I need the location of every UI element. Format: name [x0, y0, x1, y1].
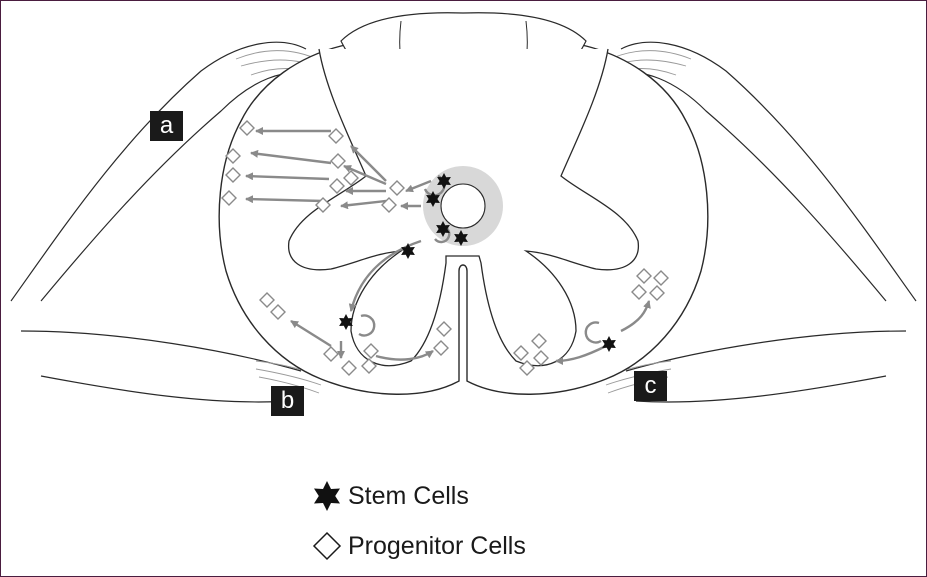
stem-cells: [339, 173, 616, 352]
stem-cell: [602, 336, 616, 352]
progenitor-cell: [328, 128, 344, 144]
progenitor-cell: [389, 180, 405, 196]
progenitor-cell: [436, 321, 452, 337]
progenitor-cell: [531, 333, 547, 349]
stem-cell: [436, 221, 450, 237]
progenitor-cell: [649, 285, 665, 301]
progenitor-cell: [381, 197, 397, 213]
progenitor-cell: [433, 340, 449, 356]
progenitor-cell: [330, 153, 346, 169]
progenitor-cell: [323, 346, 339, 362]
legend-stem-cells-label: Stem Cells: [348, 481, 469, 510]
progenitor-cell: [239, 120, 255, 136]
progenitor-cell: [343, 170, 359, 186]
migration-arrows: [245, 127, 651, 365]
stem-cell: [426, 191, 440, 207]
progenitor-cell: [221, 190, 237, 206]
progenitor-cell: [631, 284, 647, 300]
stem-cell: [437, 173, 451, 189]
stem-cell: [454, 230, 468, 246]
progenitor-cell: [653, 270, 669, 286]
stem-cell: [339, 314, 353, 330]
progenitor-cell: [361, 358, 377, 374]
progenitor-cell: [533, 350, 549, 366]
progenitor-cell: [341, 360, 357, 376]
progenitor-cell: [513, 345, 529, 361]
progenitor-cell: [259, 292, 275, 308]
progenitor-cells: [221, 120, 669, 376]
progenitor-cell: [363, 343, 379, 359]
progenitor-cell: [519, 360, 535, 376]
progenitor-cell: [225, 167, 241, 183]
panel-label-c: c: [634, 371, 667, 401]
legend-stem-cells: Stem Cells: [310, 479, 469, 513]
progenitor-cell: [315, 197, 331, 213]
panel-label-a: a: [150, 111, 183, 141]
central-canal: [440, 183, 486, 229]
star-icon: [314, 481, 340, 511]
progenitor-cell: [225, 148, 241, 164]
legend-progenitor-cells: Progenitor Cells: [310, 529, 526, 563]
diamond-icon: [312, 531, 342, 561]
progenitor-cell: [636, 268, 652, 284]
progenitor-cell: [270, 304, 286, 320]
progenitor-cell: [329, 178, 345, 194]
left-nerve-rootlet: [10, 41, 312, 403]
left-rootlet-fibers: [235, 50, 326, 394]
panel-label-b: b: [271, 386, 304, 416]
legend-progenitor-cells-label: Progenitor Cells: [348, 531, 526, 560]
stem-cell: [401, 243, 415, 259]
